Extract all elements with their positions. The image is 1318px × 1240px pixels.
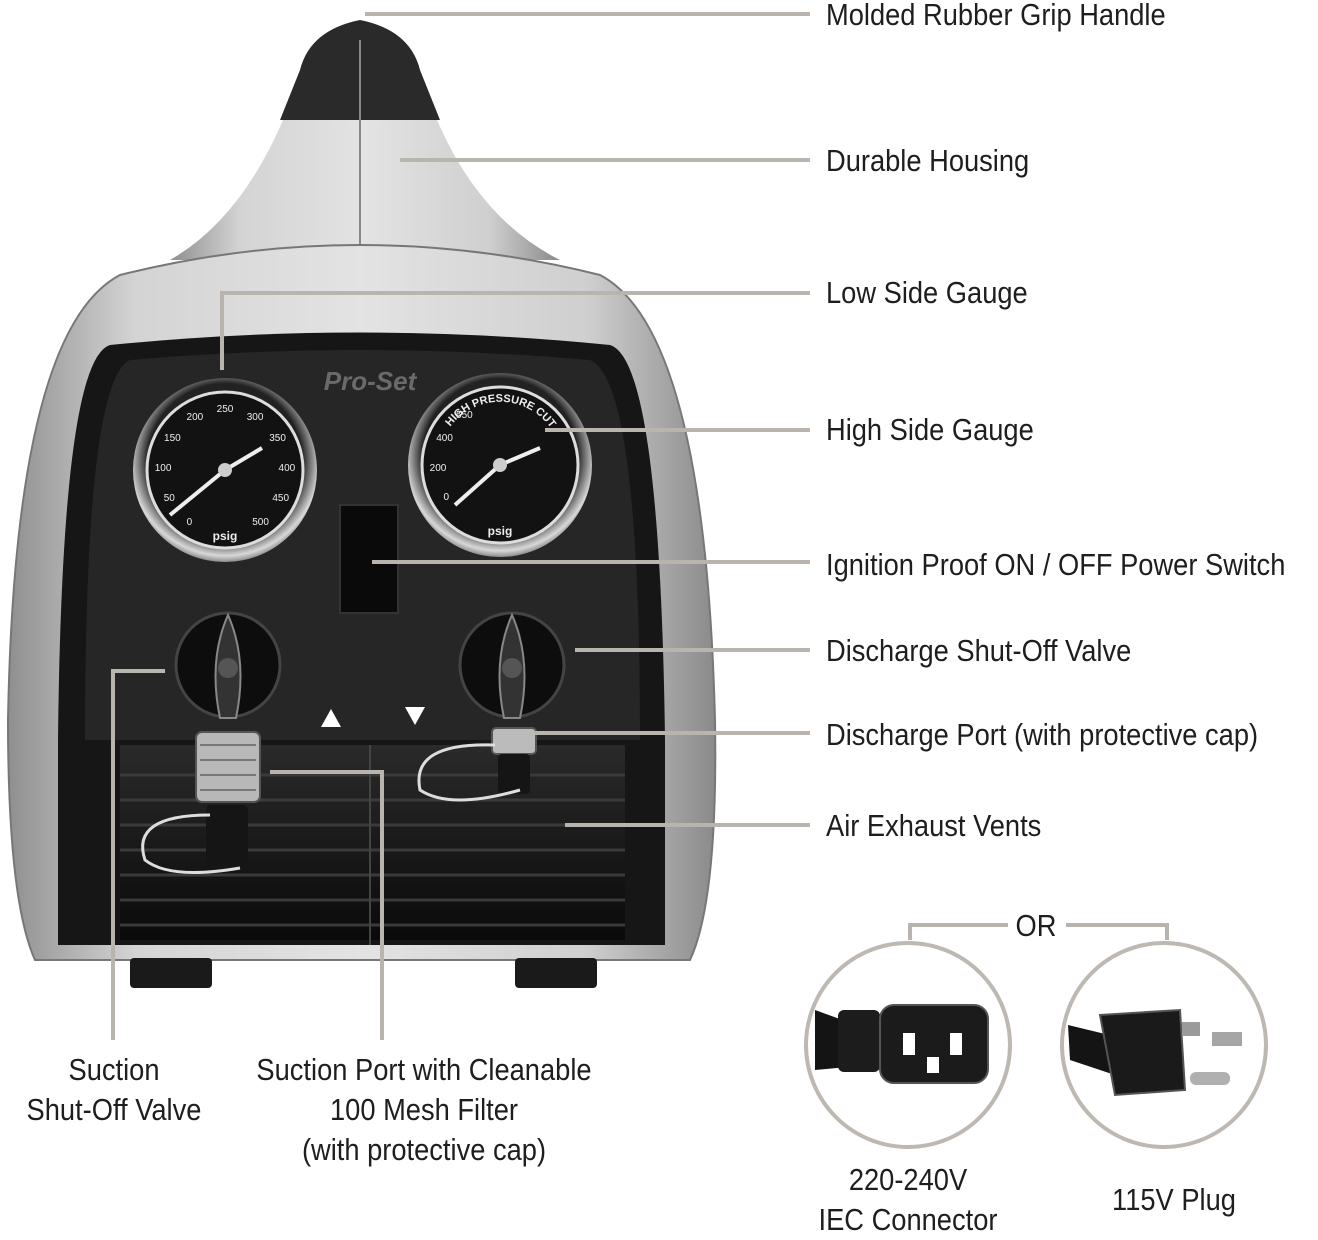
gauge-tick-label: 250 (217, 404, 234, 415)
label-line: 115V Plug (1112, 1182, 1236, 1217)
low-gauge-unit: psig (213, 529, 238, 543)
label-line: Suction (68, 1052, 160, 1087)
gauge-tick-label: 200 (430, 463, 447, 474)
label-line: (with protective cap) (301, 1132, 547, 1167)
foot-left (130, 958, 212, 988)
callout-power-switch: Ignition Proof ON / OFF Power Switch (826, 547, 1286, 582)
callout-molded-rubber-grip-handle: Molded Rubber Grip Handle (826, 0, 1166, 32)
gauge-tick-label: 150 (164, 433, 181, 444)
high-gauge-tick-labels: 0 200 400 550 (430, 410, 474, 503)
discharge-port[interactable] (417, 727, 537, 802)
power-switch[interactable] (339, 504, 399, 614)
label-line: Shut-Off Valve (26, 1092, 202, 1127)
leader-lines (111, 12, 1169, 1040)
label-line: IEC Connector (818, 1202, 998, 1237)
gauge-tick-label: 400 (436, 433, 453, 444)
label-suction-shut-off-valve: Suction Shut-Off Valve (26, 1050, 202, 1130)
gauge-tick-label: 200 (187, 412, 204, 423)
gauge-tick-label: 100 (155, 463, 172, 474)
discharge-valve-knob[interactable] (458, 611, 566, 719)
handle (170, 20, 560, 320)
gauge-tick-label: 0 (444, 492, 450, 503)
low-gauge-tick-labels: 0 50 100 150 200 250 300 350 400 450 500 (155, 404, 296, 528)
high-gauge-unit: psig (488, 524, 513, 538)
gauge-tick-label: 500 (252, 517, 269, 528)
callout-high-side-gauge: High Side Gauge (826, 412, 1034, 447)
gauge-tick-label: 450 (272, 493, 289, 504)
callout-discharge-port: Discharge Port (with protective cap) (826, 717, 1259, 752)
label-suction-port: Suction Port with Cleanable 100 Mesh Fil… (239, 1050, 609, 1170)
gauge-tick-label: 300 (247, 412, 264, 423)
callout-low-side-gauge: Low Side Gauge (826, 275, 1028, 310)
label-line: 100 Mesh Filter (329, 1092, 518, 1127)
gauge-tick-label: 350 (269, 433, 286, 444)
gauge-tick-label: 400 (279, 463, 296, 474)
up-arrow-icon (321, 709, 341, 727)
gauge-tick-label: 0 (187, 517, 193, 528)
us-plug-image (1060, 941, 1268, 1149)
callout-durable-housing: Durable Housing (826, 143, 1030, 178)
high-gauge-needle (453, 463, 502, 507)
low-gauge-needle (168, 468, 227, 517)
label-line: 220-240V (848, 1162, 968, 1197)
down-arrow-icon (405, 707, 425, 725)
suction-valve-knob[interactable] (174, 611, 282, 719)
gauge-tick-label: 550 (456, 410, 473, 421)
label-line: Suction Port with Cleanable (256, 1052, 592, 1087)
label-iec-connector: 220-240V IEC Connector (794, 1160, 1023, 1240)
label-or: OR (1015, 908, 1057, 943)
foot-right (515, 958, 597, 988)
callout-discharge-shut-off-valve: Discharge Shut-Off Valve (826, 633, 1132, 668)
iec-connector-image (804, 941, 1012, 1149)
brand-logo: Pro-Set (324, 366, 418, 396)
suction-port[interactable] (141, 731, 261, 874)
low-side-gauge: 0 50 100 150 200 250 300 350 400 450 500 psig (133, 378, 317, 562)
gauge-tick-label: 50 (164, 493, 176, 504)
callout-air-exhaust-vents: Air Exhaust Vents (826, 808, 1042, 843)
label-115v-plug: 115V Plug (1060, 1180, 1289, 1220)
